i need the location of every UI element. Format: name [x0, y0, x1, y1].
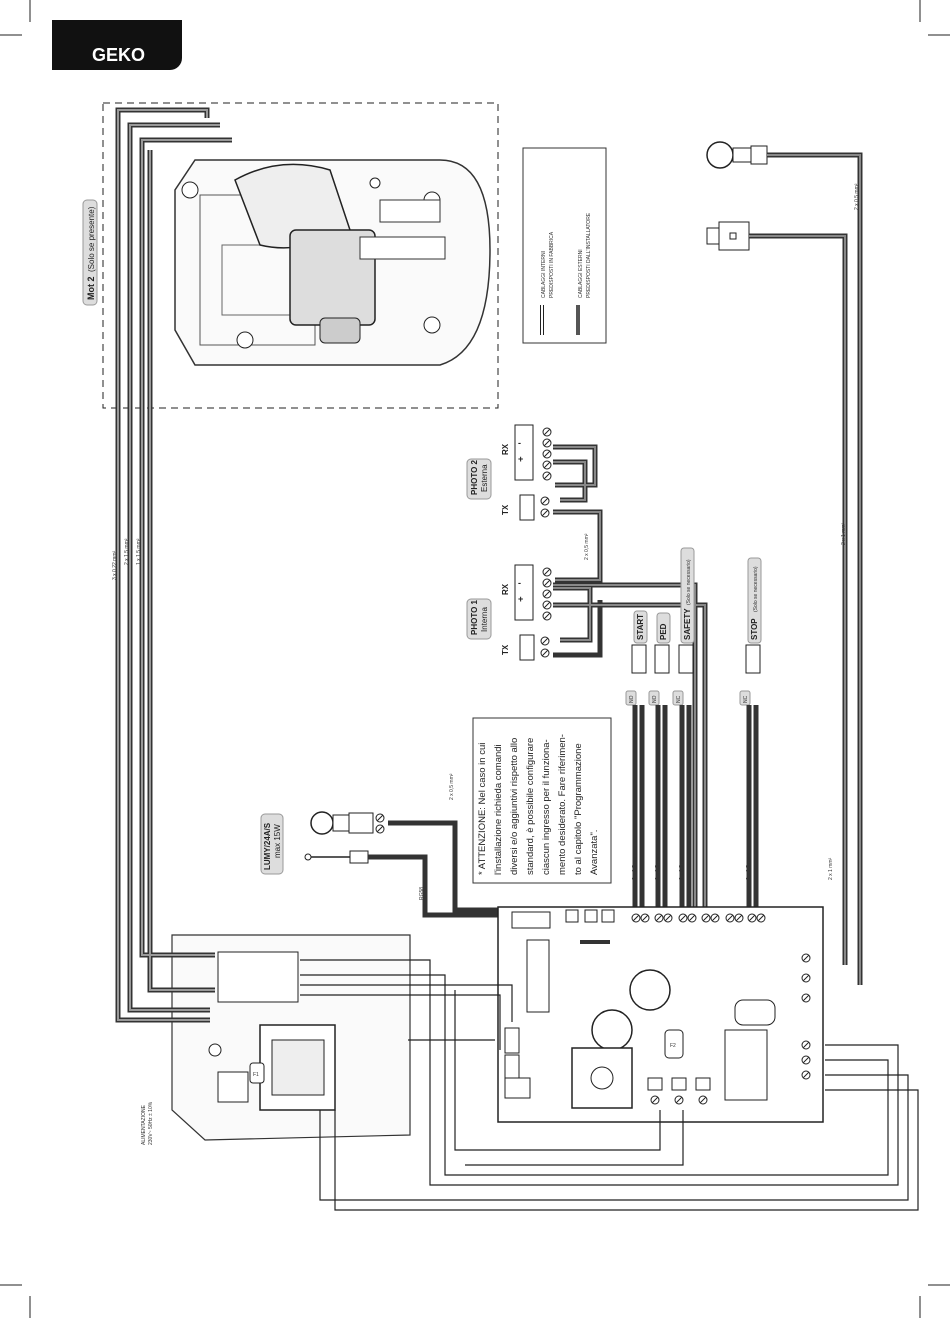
wire-label-10: 2 x 0,5 mm²: [655, 853, 661, 880]
attention-note: * ATTENZIONE: Nel caso in cui l'installa…: [472, 717, 612, 884]
wire-label-2: 2 x 1,5 mm²: [124, 538, 130, 565]
motor2-housing: [174, 159, 491, 366]
svg-text:-: -: [518, 578, 521, 588]
wire-label-13: 2 x 0,5 mm²: [854, 183, 860, 210]
wire-label-7: 2 x 0,5 mm²: [584, 533, 590, 560]
input-start: START NO: [625, 610, 648, 706]
motor2-label: Mot 2 (Solo se presente): [82, 199, 98, 306]
input-ped: PED NO: [648, 612, 671, 706]
legend-internal-1: CABLAGGI INTERNI: [541, 251, 547, 298]
stop-note: (Solo se necessario): [753, 566, 759, 612]
note-line-2: l'installazione richieda comandi: [493, 744, 504, 875]
wire-label-1: 3 x 0,22 mm²: [112, 550, 118, 580]
note-line-4: standard, è possibile configurare: [525, 738, 536, 875]
stop-label: STOP: [750, 618, 759, 640]
photo1-rx: - + RX: [501, 564, 552, 621]
note-line-1: * ATTENZIONE: Nel caso in cui: [477, 743, 488, 875]
lumy-label: LUMY/24A/S max 15W: [260, 813, 284, 875]
wire-label-12: 2 x 0,5 mm²: [746, 853, 752, 880]
wire-label-6: 2 x 1 mm²: [828, 857, 834, 880]
safety-nc: NC: [676, 695, 682, 703]
wire-label-3: 1 x 1,5 mm²: [136, 538, 142, 565]
stop-nc: NC: [743, 695, 749, 703]
wire-label-11: 2 x 0,5 mm²: [679, 853, 685, 880]
start-no: NO: [629, 695, 635, 703]
antenna-cable: RG58: [419, 887, 425, 900]
wire-label-4: 2 x 0,5 mm²: [449, 773, 455, 800]
note-line-8: Avanzata".: [589, 830, 600, 875]
photo1-label: PHOTO 1 Interna: [466, 598, 492, 640]
input-safety: SAFETY (Solo se necessario) NC: [672, 547, 695, 706]
svg-text:+: +: [518, 594, 523, 604]
lumy-subtitle: max 15W: [273, 824, 282, 858]
photo2-rx-label: RX: [501, 443, 510, 455]
antenna-icon: [304, 850, 369, 864]
wire-label-8: 2 x 1 mm²: [841, 522, 847, 545]
safety-label: SAFETY: [683, 608, 692, 640]
svg-text:+: +: [518, 454, 523, 464]
header-tab: GEKO: [52, 20, 182, 70]
photo2-title: PHOTO 2: [470, 459, 479, 495]
photo2-rx: - + RX: [501, 424, 552, 481]
input-stop: STOP (Solo se necessario) NC: [739, 557, 762, 706]
photo1-rx-label: RX: [501, 583, 510, 595]
photo2-subtitle: Esterna: [480, 464, 489, 492]
motor2-title: Mot 2: [86, 277, 96, 301]
photo2-label: PHOTO 2 Esterna: [466, 458, 492, 500]
note-line-7: to al capitolo "Programmazione: [573, 743, 584, 875]
control-board: F2: [497, 906, 824, 1123]
power-line-2: 230V~ 50Hz ± 10%: [148, 1101, 154, 1145]
safety-note: (Solo se necessario): [686, 559, 692, 605]
photo1-tx: TX: [501, 634, 550, 661]
legend-internal-2: PREDISPOSTI IN FABBRICA: [549, 231, 555, 298]
power-line-1: ALIMENTAZIONE: [141, 1104, 147, 1145]
wire-label-9: 2 x 0,5 mm²: [632, 853, 638, 880]
photo2-tx-label: TX: [501, 504, 510, 515]
board-internal-wires: [300, 959, 919, 1211]
legend-external-1: CABLAGGI ESTERNI: [578, 249, 584, 298]
ped-no: NO: [652, 695, 658, 703]
lumy-lamp-icon: [310, 811, 385, 835]
svg-text:-: -: [518, 438, 521, 448]
note-line-3: diversi e/o aggiuntivi rispetto allo: [509, 738, 520, 875]
photo1-tx-label: TX: [501, 644, 510, 655]
fuse-label: F1: [253, 1072, 259, 1078]
plug-icon: [706, 221, 750, 251]
photo1-subtitle: Interna: [480, 607, 489, 632]
legend: CABLAGGI INTERNI PREDISPOSTI IN FABBRICA…: [522, 147, 607, 344]
ped-label: PED: [659, 623, 668, 640]
lumy-title: LUMY/24A/S: [263, 822, 272, 870]
photo2-tx: TX: [501, 494, 550, 521]
fuse2-label: F2: [670, 1043, 676, 1049]
motor2-subtitle: (Solo se presente): [87, 206, 96, 272]
header-title: GEKO: [92, 45, 146, 65]
motor2-area: [102, 102, 499, 409]
legend-external-2: PREDISPOSTI DALL'INSTALLATORE: [586, 212, 592, 298]
photo1-title: PHOTO 1: [470, 599, 479, 635]
note-line-6: mento desiderato. Fare riferimen-: [557, 734, 568, 875]
input-wires: [632, 705, 759, 910]
note-line-5: ciascun ingresso per il funziona-: [541, 739, 552, 875]
lamp-icon: [706, 141, 768, 169]
start-label: START: [636, 614, 645, 640]
base-motor: F1: [171, 934, 411, 1141]
